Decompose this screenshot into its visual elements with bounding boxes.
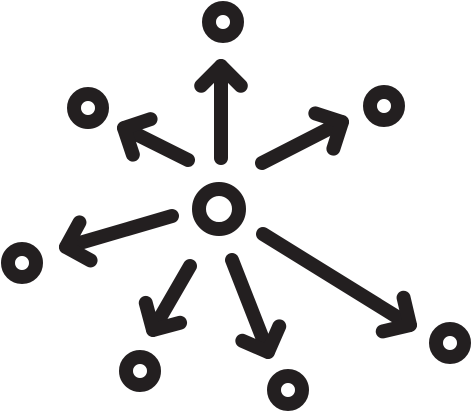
node-upper-left-circle: [67, 87, 109, 129]
arrow-upper-right: [255, 106, 349, 170]
arrow-lower-left: [138, 259, 197, 337]
arrow-lower-left-shaft: [146, 259, 197, 337]
arrow-lower-right: [256, 227, 417, 339]
node-bottom-left-circle: [119, 350, 161, 392]
arrow-lower-right-shaft: [256, 227, 417, 332]
node-left-circle: [1, 242, 43, 284]
node-top-circle: [202, 1, 244, 43]
arrow-lower-right-head: [375, 290, 417, 339]
arrow-down-shaft: [225, 253, 275, 359]
arrow-upper-left-shaft: [117, 121, 195, 167]
node-upper-right-circle: [363, 85, 405, 127]
arrow-down: [225, 253, 287, 359]
node-lower-right-circle: [429, 322, 471, 364]
arrow-up: [194, 59, 248, 165]
arrow-upper-right-head: [308, 106, 349, 156]
arrow-left-head: [59, 215, 98, 268]
arrow-down-head: [235, 319, 287, 359]
arrow-upper-left-head: [117, 112, 158, 162]
node-bottom-circle: [267, 369, 309, 411]
arrow-upper-left: [117, 112, 195, 167]
arrow-left-shaft: [59, 209, 179, 254]
hub-circle: [192, 182, 246, 236]
arrow-upper-right-shaft: [255, 115, 349, 170]
arrow-lower-left-head: [138, 295, 188, 337]
arrow-left: [59, 209, 179, 268]
arrow-up-head: [194, 59, 248, 93]
